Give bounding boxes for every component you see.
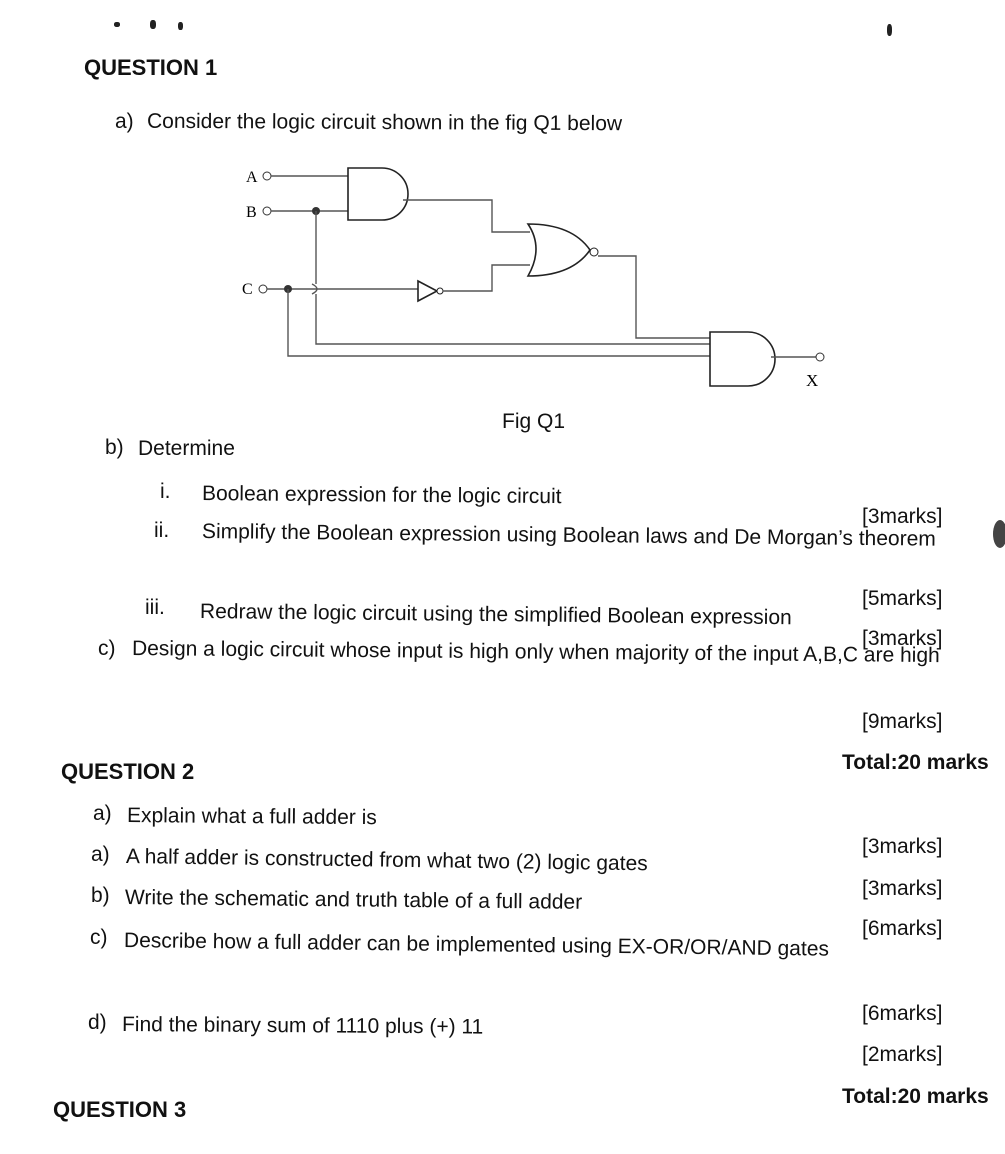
input-terminal-b	[262, 206, 272, 216]
wire-crossover	[311, 283, 318, 295]
input-label-c: C	[242, 281, 253, 298]
question-2-heading: QUESTION 2	[61, 759, 195, 784]
q2-item-1-marks: [3marks]	[862, 835, 943, 858]
q2-item-3-text: Write the schematic and truth table of a…	[124, 886, 583, 914]
q1-b-marker: b)	[105, 436, 124, 459]
q1-b-iii-num: iii.	[145, 596, 165, 619]
q2-item-1-marker: a)	[93, 802, 112, 825]
q1-c-marks: [9marks]	[862, 710, 943, 733]
scan-speck	[178, 22, 183, 30]
logic-circuit-diagram: A B C X	[242, 167, 825, 390]
question-1-heading: QUESTION 1	[84, 55, 218, 80]
q2-item-5-text: Find the binary sum of 1110 plus (+) 11	[121, 1013, 484, 1039]
question-3-heading: QUESTION 3	[53, 1097, 187, 1122]
not-gate	[417, 279, 439, 303]
q1-b-i-num: i.	[160, 480, 171, 503]
q1-b-iii-text: Redraw the logic circuit using the simpl…	[199, 600, 792, 630]
wire-and1-to-or	[403, 199, 530, 233]
input-label-b: B	[246, 204, 257, 221]
scan-speck	[150, 20, 156, 29]
nor-gate	[526, 223, 591, 277]
scan-speck	[993, 520, 1005, 548]
wire-b-to-and2	[315, 211, 710, 345]
q2-item-2-marks: [3marks]	[862, 877, 943, 900]
q1-total: Total:20 marks	[842, 751, 989, 774]
q2-item-5-marker: d)	[88, 1011, 107, 1034]
q2-item-4-marks: [6marks]	[862, 1002, 943, 1025]
q1-b-iii-marks: [3marks]	[862, 627, 943, 650]
wire-c-to-and2	[287, 289, 710, 357]
q1-b-ii-text: Simplify the Boolean expression using Bo…	[201, 520, 936, 551]
q2-item-2-text: A half adder is constructed from what tw…	[125, 845, 648, 876]
and-gate-2	[709, 331, 776, 387]
q1-b-i-marks: [3marks]	[862, 505, 943, 528]
q1-b-i-text: Boolean expression for the logic circuit	[201, 482, 562, 509]
output-terminal-x	[815, 352, 825, 362]
q1-b-ii-num: ii.	[154, 519, 170, 542]
q2-total: Total:20 marks	[842, 1085, 989, 1108]
figure-caption: Fig Q1	[502, 410, 566, 433]
input-terminal-c	[258, 284, 268, 294]
q2-item-4-marker: c)	[90, 926, 108, 949]
q2-item-1-text: Explain what a full adder is	[126, 804, 377, 830]
scan-speck	[887, 24, 892, 36]
wire-nor-to-and2	[598, 255, 710, 339]
q2-item-3-marker: b)	[91, 884, 110, 907]
q1-c-text: Design a logic circuit whose input is hi…	[131, 637, 940, 668]
q2-item-4-text: Describe how a full adder can be impleme…	[123, 929, 830, 961]
q2-item-2-marker: a)	[91, 843, 110, 866]
input-label-a: A	[246, 169, 258, 186]
q1-b-ii-marks: [5marks]	[862, 587, 943, 610]
and-gate-1	[347, 167, 409, 221]
q1-c-marker: c)	[98, 637, 116, 660]
input-terminal-a	[262, 171, 272, 181]
q2-item-3-marks: [6marks]	[862, 917, 943, 940]
q1-a-text: Consider the logic circuit shown in the …	[146, 109, 623, 136]
wire-not-to-or	[443, 264, 530, 292]
q1-b-text: Determine	[138, 437, 235, 460]
output-label-x: X	[806, 371, 818, 390]
scan-speck	[114, 22, 120, 27]
not-gate-bubble	[436, 287, 444, 295]
q2-item-5-marks: [2marks]	[862, 1043, 943, 1066]
nor-gate-bubble	[589, 247, 599, 257]
q1-a-marker: a)	[115, 110, 134, 133]
